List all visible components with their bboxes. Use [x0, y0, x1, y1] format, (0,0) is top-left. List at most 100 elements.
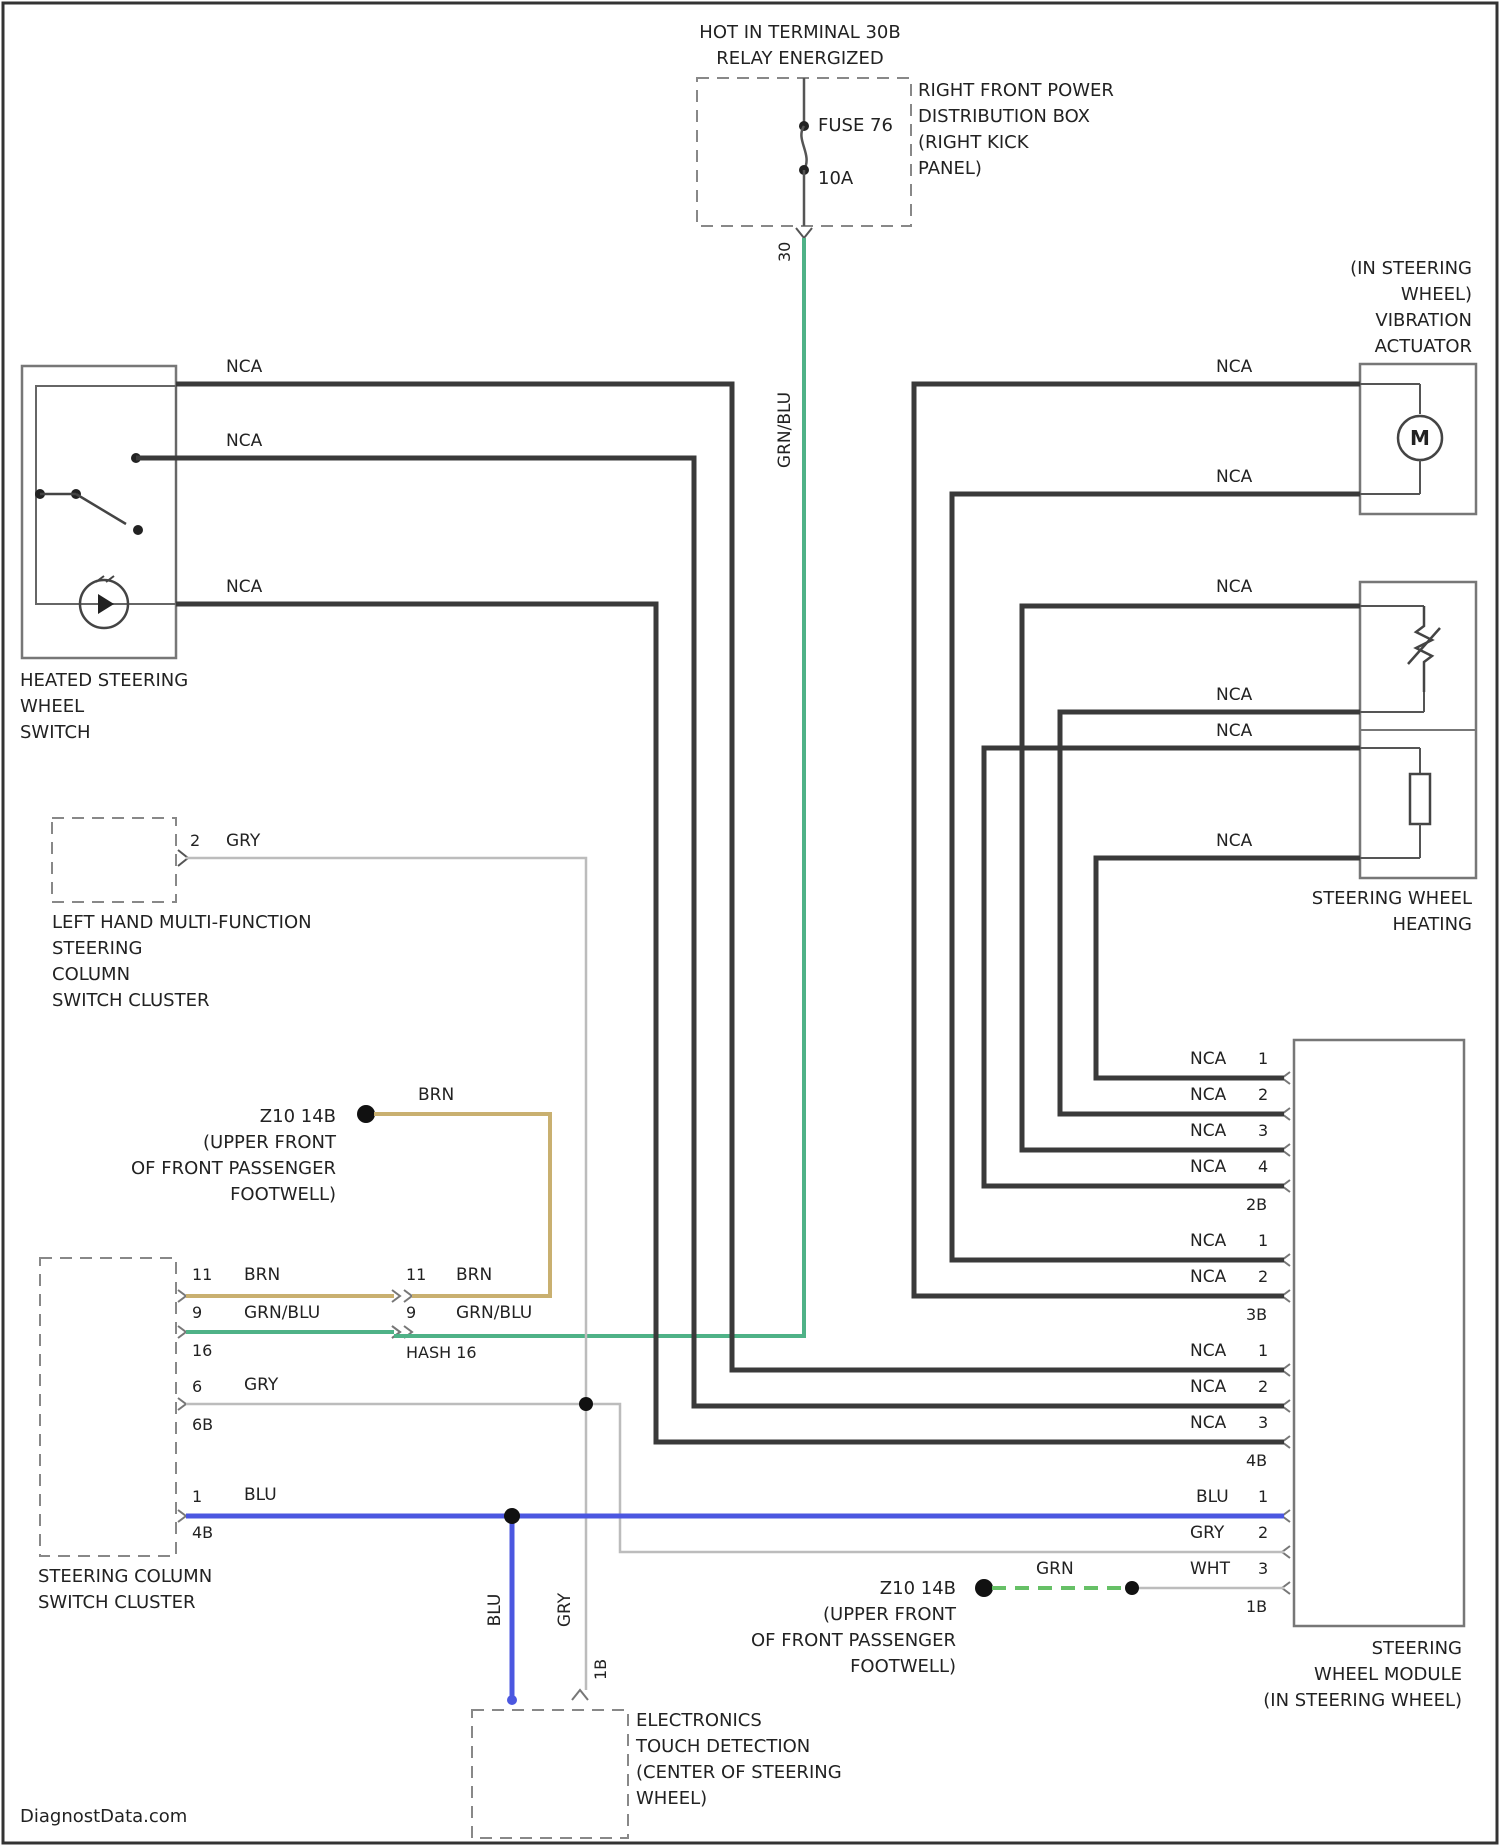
module-g1-pin-4: 4: [1258, 1157, 1268, 1176]
ground2-name: Z10 14B: [880, 1578, 956, 1599]
module-g2-connector: 3B: [1246, 1305, 1267, 1324]
hot-terminal-label: HOT IN TERMINAL 30B: [699, 22, 900, 43]
inline-pin-11: 11: [406, 1265, 426, 1284]
ground2-wire-label: GRN: [1036, 1559, 1074, 1579]
vibration-label-1: (IN STEERING: [1350, 258, 1472, 279]
box-label-2: DISTRIBUTION BOX: [918, 106, 1090, 127]
touch-label-3: (CENTER OF STEERING: [636, 1762, 842, 1783]
column-pin-1: 1: [192, 1487, 202, 1506]
ground1-label-3: FOOTWELL): [230, 1184, 336, 1205]
column-conn-3: 4B: [192, 1523, 213, 1542]
heating-wire-3-label: NCA: [1216, 721, 1253, 741]
column-wire-11: BRN: [244, 1265, 280, 1285]
inline-wire-9: GRN/BLU: [456, 1303, 532, 1323]
module-connector-group-2: NCA 1 NCA 2 3B: [1190, 1231, 1268, 1324]
lh-wire-label: GRY: [226, 831, 261, 851]
module-g1-pin-3: 3: [1258, 1121, 1268, 1140]
column-pin-6: 6: [192, 1377, 202, 1396]
inline-connector-name: HASH 16: [406, 1343, 477, 1362]
ground2-label-2: OF FRONT PASSENGER: [751, 1630, 956, 1651]
vibration-wire-1-label: NCA: [1216, 357, 1253, 377]
touch-detection-box: [472, 1710, 628, 1838]
touch-label-1: ELECTRONICS: [636, 1710, 762, 1731]
connector-terminal: [796, 228, 812, 238]
column-cluster-box: [40, 1258, 176, 1556]
lh-label-1: LEFT HAND MULTI-FUNCTION: [52, 912, 312, 933]
temperature-sensor-icon: [1360, 606, 1440, 712]
module-g4-pin-1: 1: [1258, 1487, 1268, 1506]
column-wire-1: BLU: [244, 1485, 277, 1505]
inline-wire-11: BRN: [456, 1265, 492, 1285]
lh-switch-box: [52, 818, 176, 902]
column-label-1: STEERING COLUMN: [38, 1566, 212, 1587]
motor-symbol: M: [1410, 426, 1430, 450]
heating-wire-4-label: NCA: [1216, 831, 1253, 851]
fuse-rating: 10A: [818, 168, 854, 189]
lh-label-3: COLUMN: [52, 964, 130, 985]
touch-blu-terminal: [507, 1695, 517, 1705]
box-label-3: (RIGHT KICK: [918, 132, 1030, 153]
heated-switch-outer: [22, 366, 176, 658]
module-g1-wire-2: NCA: [1190, 1085, 1227, 1105]
box-label-1: RIGHT FRONT POWER: [918, 80, 1114, 101]
footer-watermark: DiagnostData.com: [20, 1806, 187, 1827]
fuse-76: [799, 78, 809, 226]
vibration-label-3: VIBRATION: [1375, 310, 1472, 331]
switch-wire-2-label: NCA: [226, 431, 263, 451]
module-g3-pin-1: 1: [1258, 1341, 1268, 1360]
module-g2-wire-2: NCA: [1190, 1267, 1227, 1287]
module-g1-pin-1: 1: [1258, 1049, 1268, 1068]
module-g1-wire-4: NCA: [1190, 1157, 1227, 1177]
column-label-2: SWITCH CLUSTER: [38, 1592, 195, 1613]
heating-element-icon: [1360, 748, 1430, 858]
vibration-label-2: WHEEL): [1401, 284, 1472, 305]
module-connector-group-1: NCA 1 NCA 2 NCA 3 NCA 4 2B: [1190, 1049, 1268, 1214]
column-conn-1: 16: [192, 1341, 212, 1360]
splice-gry: [579, 1397, 593, 1411]
module-label-3: (IN STEERING WHEEL): [1263, 1690, 1462, 1711]
module-label-1: STEERING: [1372, 1638, 1462, 1659]
lh-pin: 2: [190, 831, 200, 850]
switch-contact-icon: [35, 453, 143, 535]
heated-switch-label-1: HEATED STEERING: [20, 670, 188, 691]
indicator-lamp-icon: [80, 576, 128, 628]
ground1-name: Z10 14B: [260, 1106, 336, 1127]
module-g1-connector: 2B: [1246, 1195, 1267, 1214]
steering-wheel-module-box: [1294, 1040, 1464, 1626]
ground2-label-3: FOOTWELL): [850, 1656, 956, 1677]
module-g3-wire-3: NCA: [1190, 1413, 1227, 1433]
wire-heating-3: [984, 748, 1360, 1186]
module-g4-wire-3: WHT: [1190, 1559, 1231, 1579]
column-conn-2: 6B: [192, 1415, 213, 1434]
heating-wire-1-label: NCA: [1216, 577, 1253, 597]
wire-vibration-2: [952, 494, 1360, 1260]
module-g4-wire-2: GRY: [1190, 1523, 1225, 1543]
module-label-2: WHEEL MODULE: [1314, 1664, 1462, 1685]
module-g1-wire-1: NCA: [1190, 1049, 1227, 1069]
box-label-4: PANEL): [918, 158, 982, 179]
inline-pin-9: 9: [406, 1303, 416, 1322]
touch-label-2: TOUCH DETECTION: [635, 1736, 810, 1757]
module-g3-connector: 4B: [1246, 1451, 1267, 1470]
ground1-label-2: OF FRONT PASSENGER: [131, 1158, 336, 1179]
module-g3-pin-3: 3: [1258, 1413, 1268, 1432]
vibration-label-4: ACTUATOR: [1375, 336, 1472, 357]
touch-gry-label: GRY: [555, 1592, 575, 1627]
module-g2-pin-1: 1: [1258, 1231, 1268, 1250]
module-g4-pin-3: 3: [1258, 1559, 1268, 1578]
relay-energized-label: RELAY ENERGIZED: [716, 48, 884, 69]
module-g4-pin-2: 2: [1258, 1523, 1268, 1542]
ground1-icon: [357, 1105, 375, 1123]
module-g1-pin-2: 2: [1258, 1085, 1268, 1104]
module-g2-wire-1: NCA: [1190, 1231, 1227, 1251]
splice-blu: [504, 1508, 520, 1524]
heating-wire-2-label: NCA: [1216, 685, 1253, 705]
ground2-label-1: (UPPER FRONT: [823, 1604, 957, 1625]
column-pin-11: 11: [192, 1265, 212, 1284]
column-wire-9: GRN/BLU: [244, 1303, 320, 1323]
touch-blu-label: BLU: [485, 1594, 505, 1627]
lh-label-4: SWITCH CLUSTER: [52, 990, 209, 1011]
vibration-wire-2-label: NCA: [1216, 467, 1253, 487]
touch-label-4: WHEEL): [636, 1788, 707, 1809]
